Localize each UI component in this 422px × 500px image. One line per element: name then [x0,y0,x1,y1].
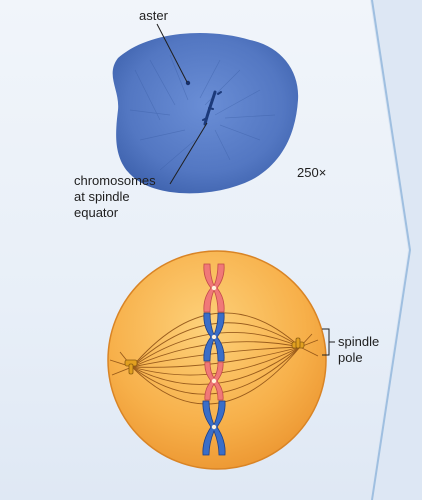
chromosomes-label-line3: equator [74,205,119,220]
chromosome-stack [202,263,226,456]
chromosomes-label-line1: chromosomes [74,173,156,188]
aster-label: aster [139,8,168,23]
metaphase-cell [107,250,327,470]
spindle-pole-bracket [322,328,335,356]
micrograph-cell [112,33,299,194]
spindle-pole-label-line2: pole [338,350,363,365]
chevron-panel [370,0,422,500]
chevron-edge [371,0,412,500]
spindle-pole-label-line1: spindle [338,334,380,349]
chromosomes-label-line2: at spindle [74,189,130,204]
magnification-label: 250× [297,165,327,180]
spindle-pole-label: spindle pole [338,334,379,366]
chromosomes-label: chromosomes at spindle equator [74,173,156,221]
